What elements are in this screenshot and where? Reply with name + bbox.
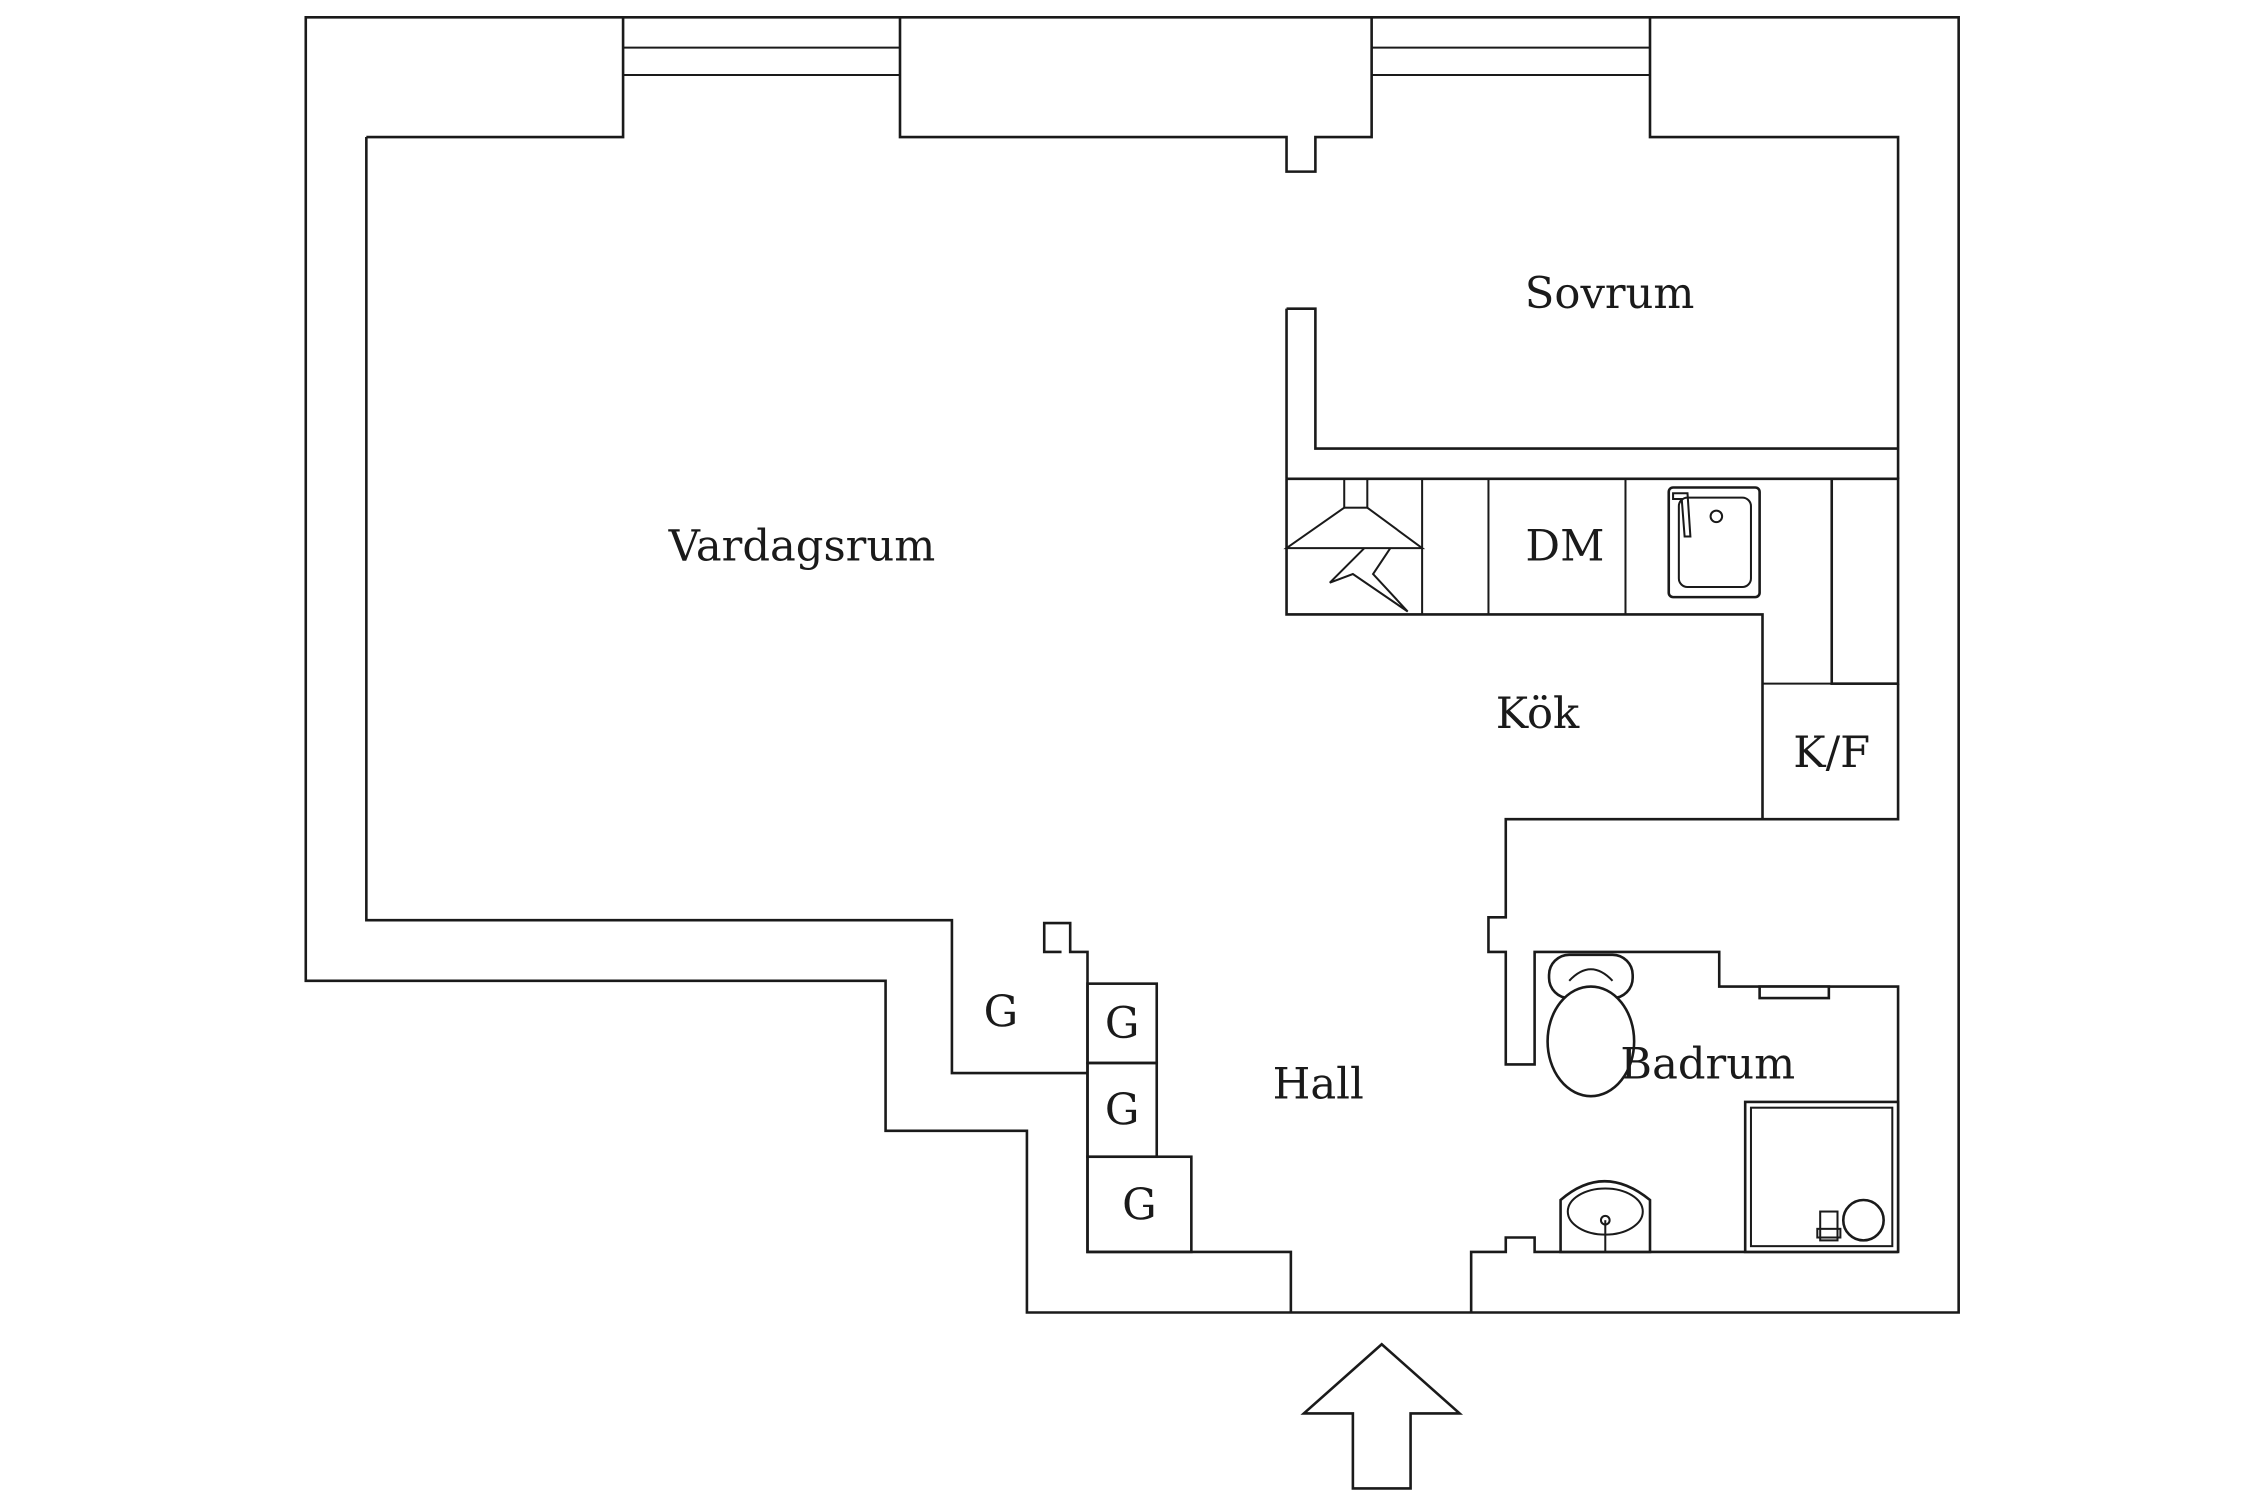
entrance-arrow-icon bbox=[1300, 1342, 1464, 1490]
room-label-badrum: Badrum bbox=[1620, 1039, 1795, 1089]
wardrobe-label: G bbox=[1122, 1181, 1157, 1231]
stove bbox=[1285, 477, 1424, 616]
room-label-hall: Hall bbox=[1273, 1060, 1364, 1110]
outer-wall bbox=[304, 16, 1960, 1314]
toilet-icon bbox=[1546, 953, 1636, 1098]
dishwasher-label: DM bbox=[1525, 522, 1604, 572]
washbasin-icon bbox=[1559, 1180, 1652, 1254]
wardrobe-label: G bbox=[1105, 1085, 1140, 1135]
room-label-vardagsrum: Vardagsrum bbox=[668, 522, 936, 572]
bedroom-partition bbox=[1285, 307, 1899, 479]
room-label-sovrum: Sovrum bbox=[1525, 269, 1695, 319]
towel-rail-icon bbox=[1758, 985, 1831, 1000]
room-label-kok: Kök bbox=[1496, 689, 1580, 739]
shower-icon bbox=[1743, 1100, 1900, 1254]
wardrobe-group bbox=[1086, 982, 1193, 1254]
stove-hood-icon bbox=[1283, 477, 1426, 613]
fridge-freezer-label: K/F bbox=[1793, 728, 1870, 778]
wardrobe-label: G bbox=[1105, 999, 1140, 1049]
window-left bbox=[623, 46, 900, 77]
kitchen-sink-icon bbox=[1667, 486, 1761, 599]
inner-wall bbox=[365, 17, 1900, 1313]
tall-cabinet bbox=[1830, 477, 1900, 685]
wardrobe-label: G bbox=[984, 987, 1019, 1037]
window-right bbox=[1371, 46, 1650, 77]
